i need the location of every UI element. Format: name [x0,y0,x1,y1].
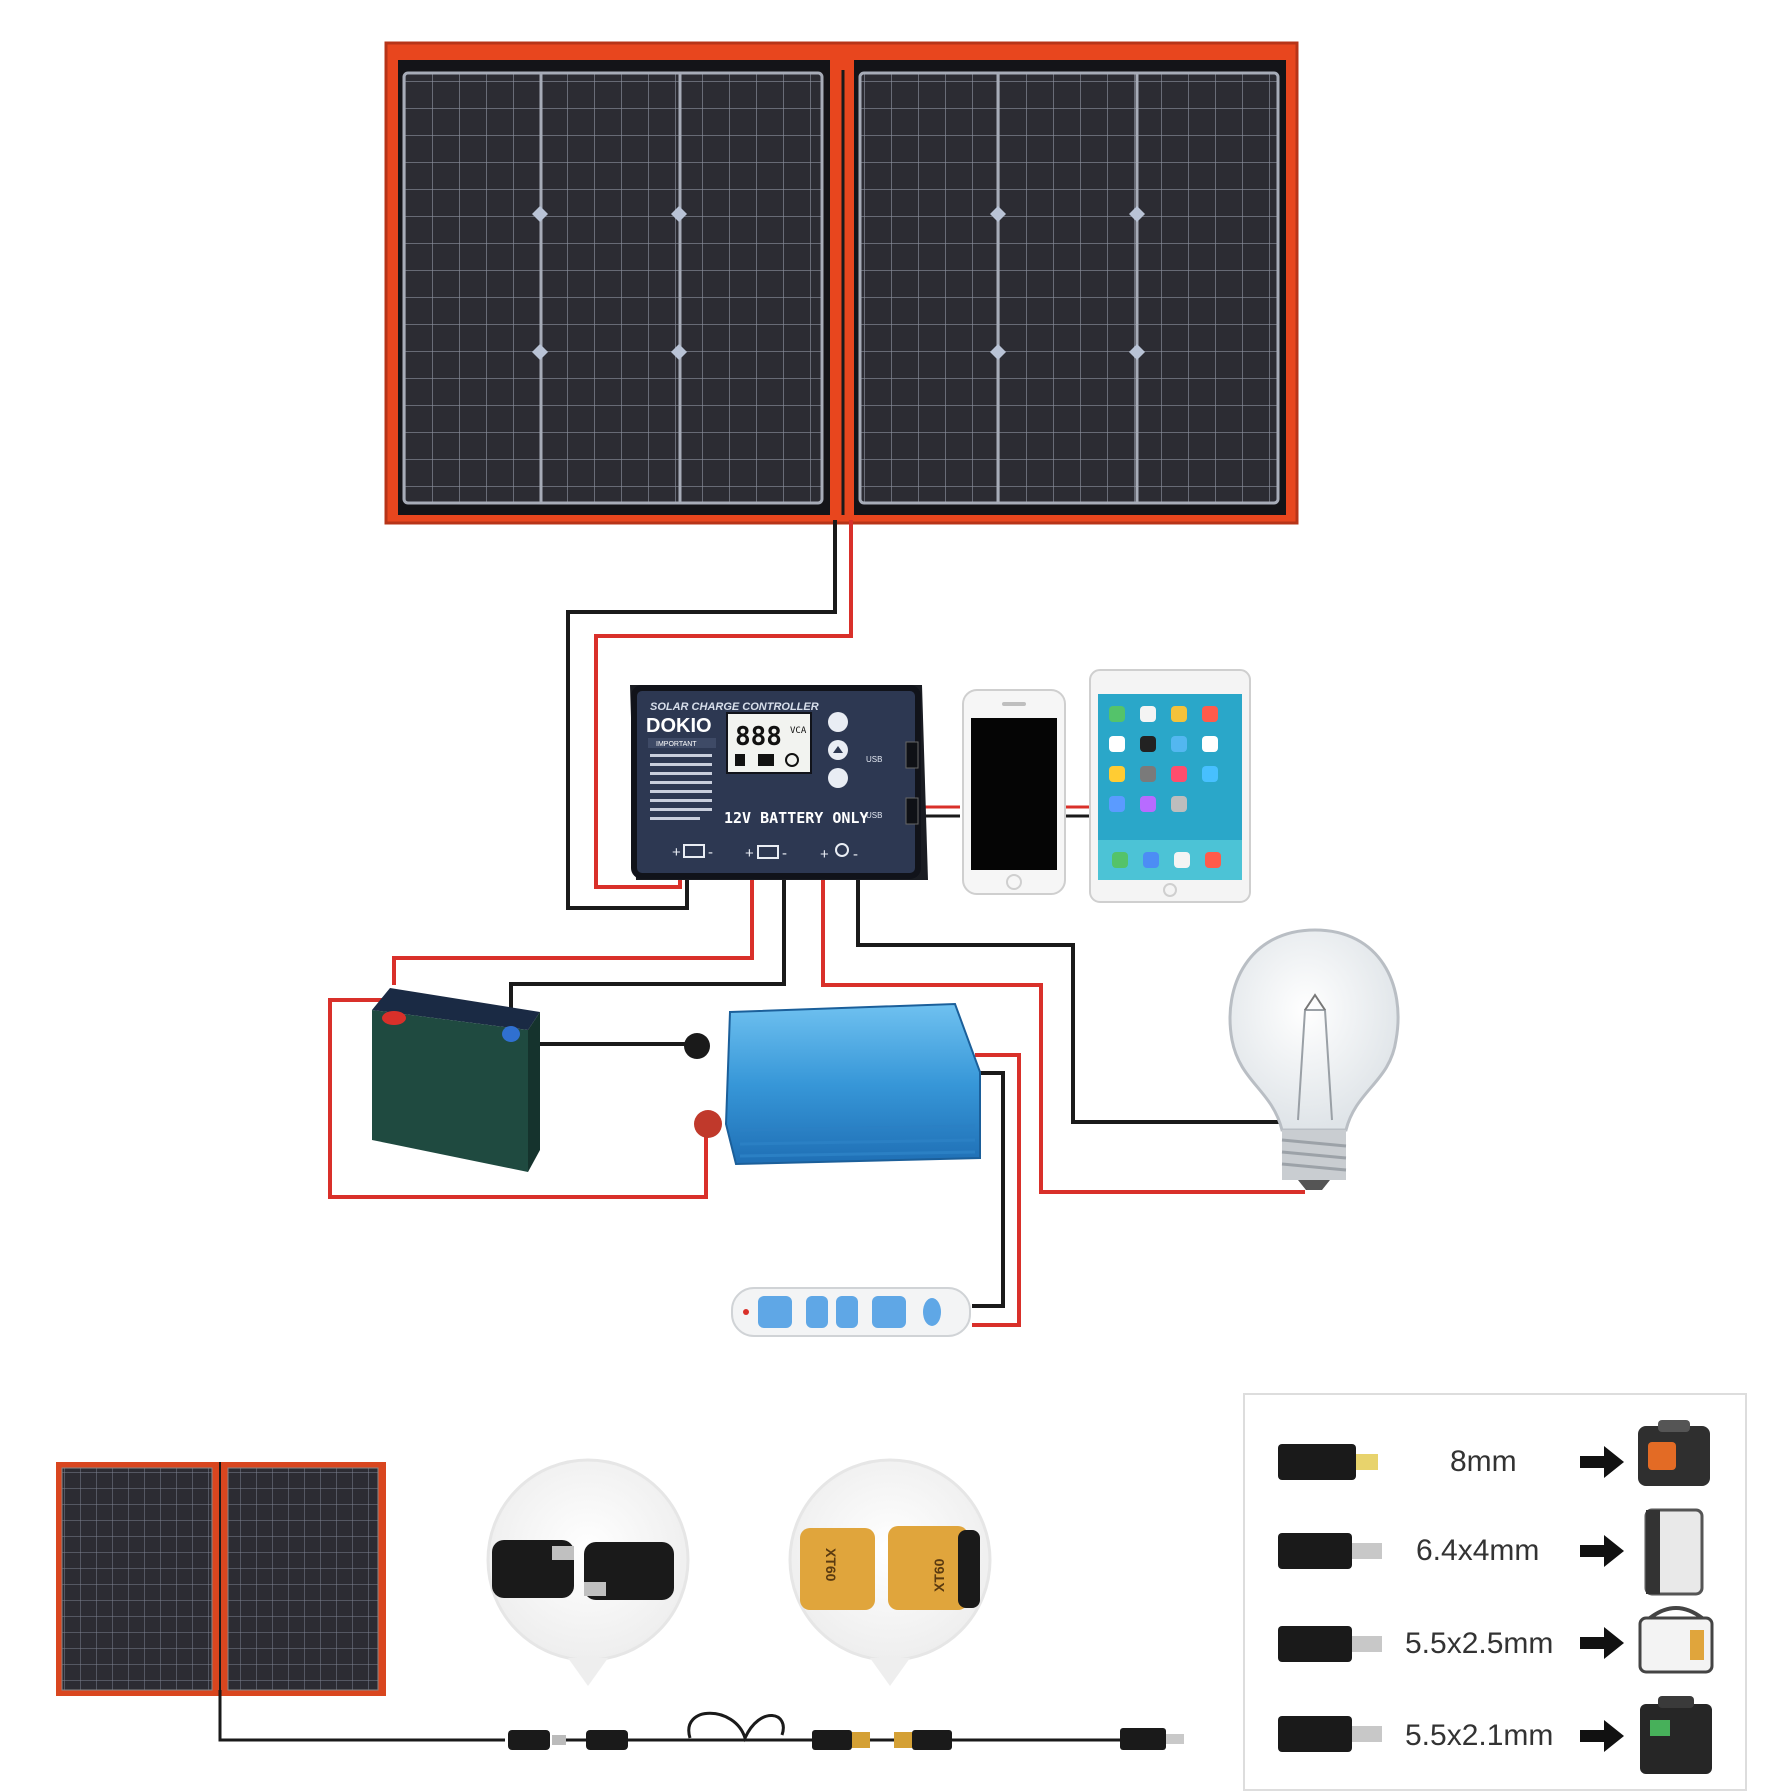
tablet [1089,669,1251,903]
dc-plug-5-5x2-5mm-icon [1278,1626,1352,1662]
xt60-right-label: XT60 [931,1558,947,1592]
xt60-connector-pair [812,1730,952,1750]
battery-positive-wire [392,880,754,985]
usb-label-top: USB [866,755,882,764]
lcd-status-icons [735,753,799,767]
battery-station-icon [1640,1696,1712,1774]
solar-panel-left-half [402,71,824,505]
portable-generator-icon [1638,1606,1714,1674]
lcd-units: VCA [790,726,807,736]
wiring [328,520,1305,1327]
controller-important-label: IMPORTANT [656,741,697,748]
folded-solar-panel-thumbnail [56,1462,386,1696]
lcd-digits: 888 [735,722,782,752]
dc-plug-6-4x4mm-icon [1278,1533,1352,1569]
controller-warning-text-block [650,754,712,820]
arrow-icon [1580,1535,1624,1567]
foldable-solar-panel [384,41,1299,525]
dc-tip-label-6-4x4mm: 6.4x4mm [1416,1534,1539,1567]
battery-positive-terminal [382,1011,406,1025]
dc-plug-output [1120,1728,1184,1750]
solar-charge-controller: SOLAR CHARGE CONTROLLER DOKIO IMPORTANT … [630,685,928,880]
svg-text:-: - [853,846,858,863]
svg-text:+: + [672,844,681,861]
dc-tips-panel: 8mm 6.4x4mm 5.5x2.5mm [1243,1393,1747,1791]
dc-tip-row-5-5x2-5mm: 5.5x2.5mm [1278,1606,1714,1674]
power-strip [731,1287,971,1337]
svg-text:-: - [782,845,787,862]
inverter-positive-input [694,1110,722,1138]
panel-negative-wire [566,520,837,910]
tablet-app-icons [1109,706,1221,868]
load-negative-wire [856,880,1283,1124]
svg-text:-: - [708,844,713,861]
outlet-1 [758,1296,792,1328]
usb-port-1[interactable] [905,741,919,769]
battery-12v [372,988,540,1172]
arrow-icon [1580,1446,1624,1478]
usb-label-bottom: USB [866,811,882,820]
dc-plug-5-5x2-1mm-icon [1278,1716,1352,1752]
outlet-3 [836,1296,858,1328]
outlet-red-wire [972,1053,1021,1327]
xt60-left-label: XT60 [823,1548,839,1582]
sae-connector-pair [508,1730,628,1750]
controller-brand: DOKIO [646,715,712,737]
usb-port-2[interactable] [905,797,919,825]
solar-panel-right-half [858,71,1280,505]
controller-set-button[interactable] [828,712,848,732]
dc-tip-label-5-5x2-5mm: 5.5x2.5mm [1405,1627,1553,1660]
power-station-icon [1638,1420,1710,1486]
power-strip-switch[interactable] [923,1298,941,1326]
svg-text:+: + [820,846,829,863]
arrow-icon [1580,1627,1624,1659]
outlet-2 [806,1296,828,1328]
panel-positive-wire [594,520,853,889]
dc-tip-row-6-4x4mm: 6.4x4mm [1278,1508,1704,1596]
xt60-connector-zoom: XT60 XT60 [788,1458,992,1686]
sae-connector-zoom [486,1458,690,1686]
inverter-positive-wire [328,998,708,1199]
battery-only-label: 12V BATTERY ONLY [724,809,869,827]
battery-negative-terminal [502,1026,520,1042]
controller-terminal-icons [683,843,849,859]
battery-negative-wire [509,880,786,1022]
inverter-negative-input [684,1033,710,1059]
smartphone [962,689,1066,895]
power-inverter [684,1002,981,1166]
dc-tip-row-5-5x2-1mm: 5.5x2.1mm [1278,1696,1712,1774]
dc-plug-8mm-icon [1278,1444,1356,1480]
dc-tip-row-8mm: 8mm [1278,1420,1710,1486]
controller-mode-button[interactable] [828,768,848,788]
load-positive-wire [821,880,1305,1194]
coiled-cable [687,1711,785,1743]
light-bulb-icon [1228,928,1400,1190]
power-bank-icon [1644,1508,1704,1596]
outlet-4 [872,1296,906,1328]
output-cable [218,1690,505,1742]
dc-tip-label-5-5x2-1mm: 5.5x2.1mm [1405,1719,1553,1752]
arrow-icon [1580,1720,1624,1752]
controller-header: SOLAR CHARGE CONTROLLER [650,701,819,713]
outlet-black-wire [972,1071,1005,1308]
dc-tip-label-8mm: 8mm [1450,1445,1517,1478]
svg-text:+: + [745,845,754,862]
